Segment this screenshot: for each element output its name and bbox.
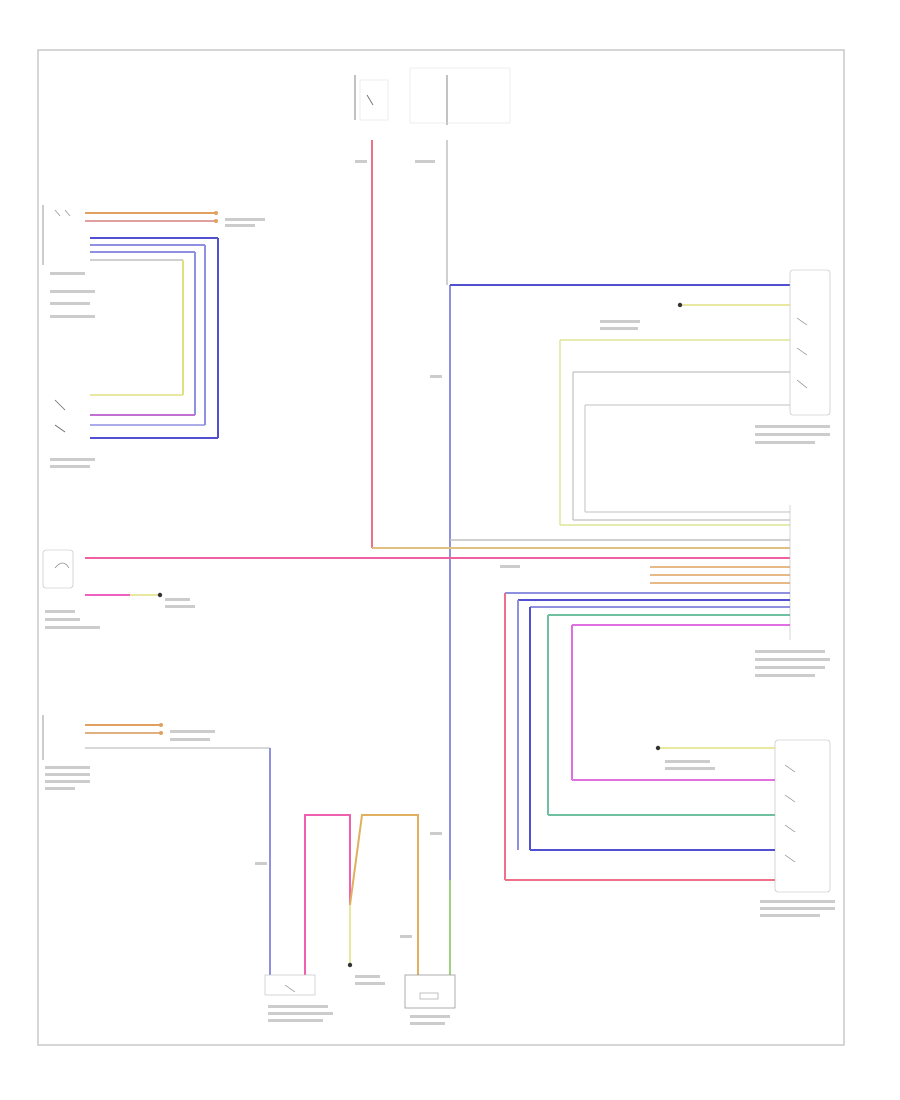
shift-lock-solenoid-left bbox=[42, 549, 163, 598]
brake-pressure-sensor-connector bbox=[42, 205, 218, 265]
transmission-control-module bbox=[505, 505, 791, 640]
selector-lever-position-switch bbox=[264, 974, 316, 996]
top-power-supply-right bbox=[409, 67, 511, 125]
selector-lever-connector-left bbox=[42, 715, 270, 760]
brake-pressure-switch bbox=[54, 394, 218, 439]
shift-lock-solenoid-bottom bbox=[404, 974, 456, 1009]
multifunction-transmission-range-switch bbox=[505, 739, 831, 893]
diagram-frame bbox=[37, 49, 845, 1046]
top-power-supply-left bbox=[354, 75, 389, 121]
transmission-range-switch-top bbox=[560, 269, 831, 416]
label-marks bbox=[45, 160, 835, 1025]
